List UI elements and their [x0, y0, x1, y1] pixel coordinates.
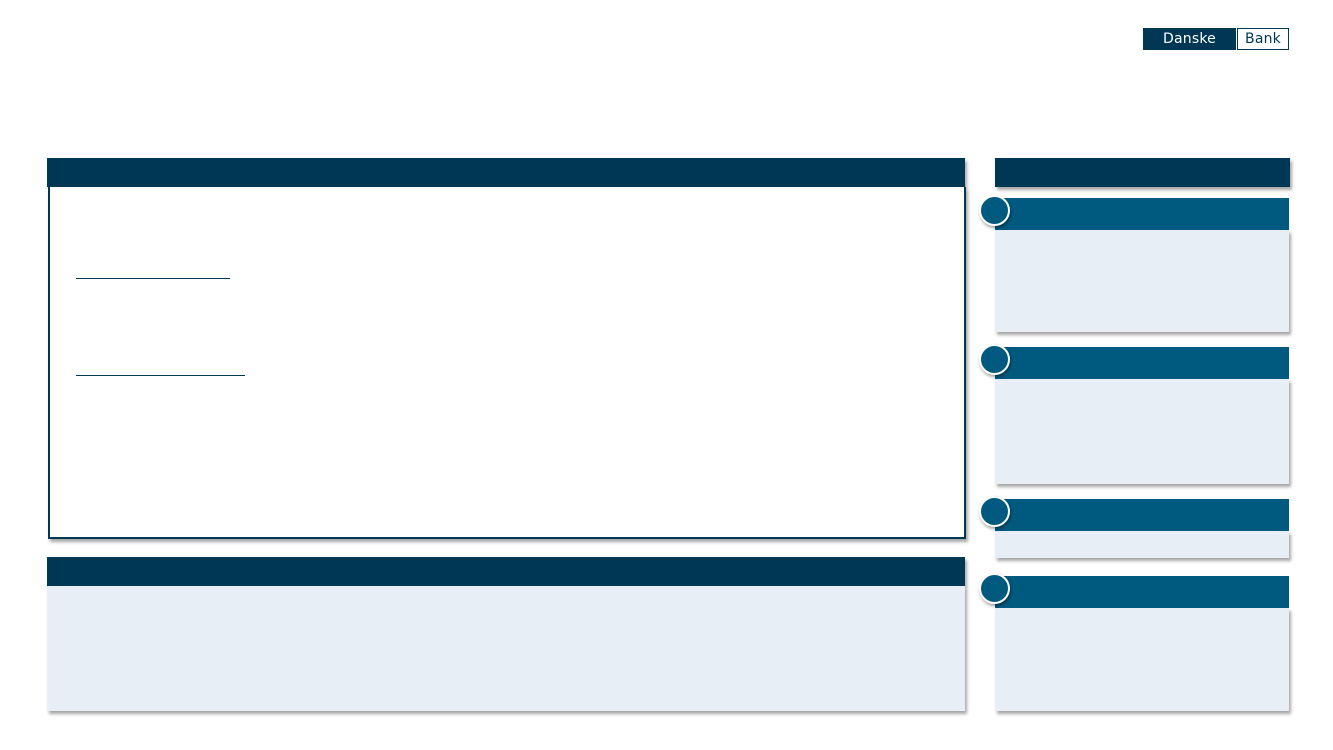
side-card-4-bar: [995, 576, 1289, 608]
step-badge-4: [979, 573, 1010, 604]
side-card-2-bar: [995, 347, 1289, 379]
side-column-header: [995, 158, 1290, 187]
bottom-content-panel: [47, 586, 965, 711]
side-card-2-body: [995, 379, 1289, 484]
main-panel-header: [47, 158, 965, 187]
side-card-3-body: [995, 531, 1289, 558]
step-badge-1: [979, 195, 1010, 226]
step-badge-3: [979, 496, 1010, 527]
side-card-3-bar: [995, 499, 1289, 531]
side-card-1-bar: [995, 198, 1289, 230]
logo-word-danske: Danske: [1143, 28, 1236, 50]
side-card-1-body: [995, 230, 1289, 332]
main-content-panel: [48, 187, 966, 539]
heading-underline-2: [76, 375, 245, 376]
bottom-panel-header: [47, 557, 965, 586]
side-card-4-body: [995, 608, 1289, 711]
danske-bank-logo: Danske Bank: [1143, 28, 1289, 50]
step-badge-2: [979, 344, 1010, 375]
heading-underline-1: [76, 278, 230, 279]
logo-word-bank: Bank: [1237, 28, 1289, 50]
